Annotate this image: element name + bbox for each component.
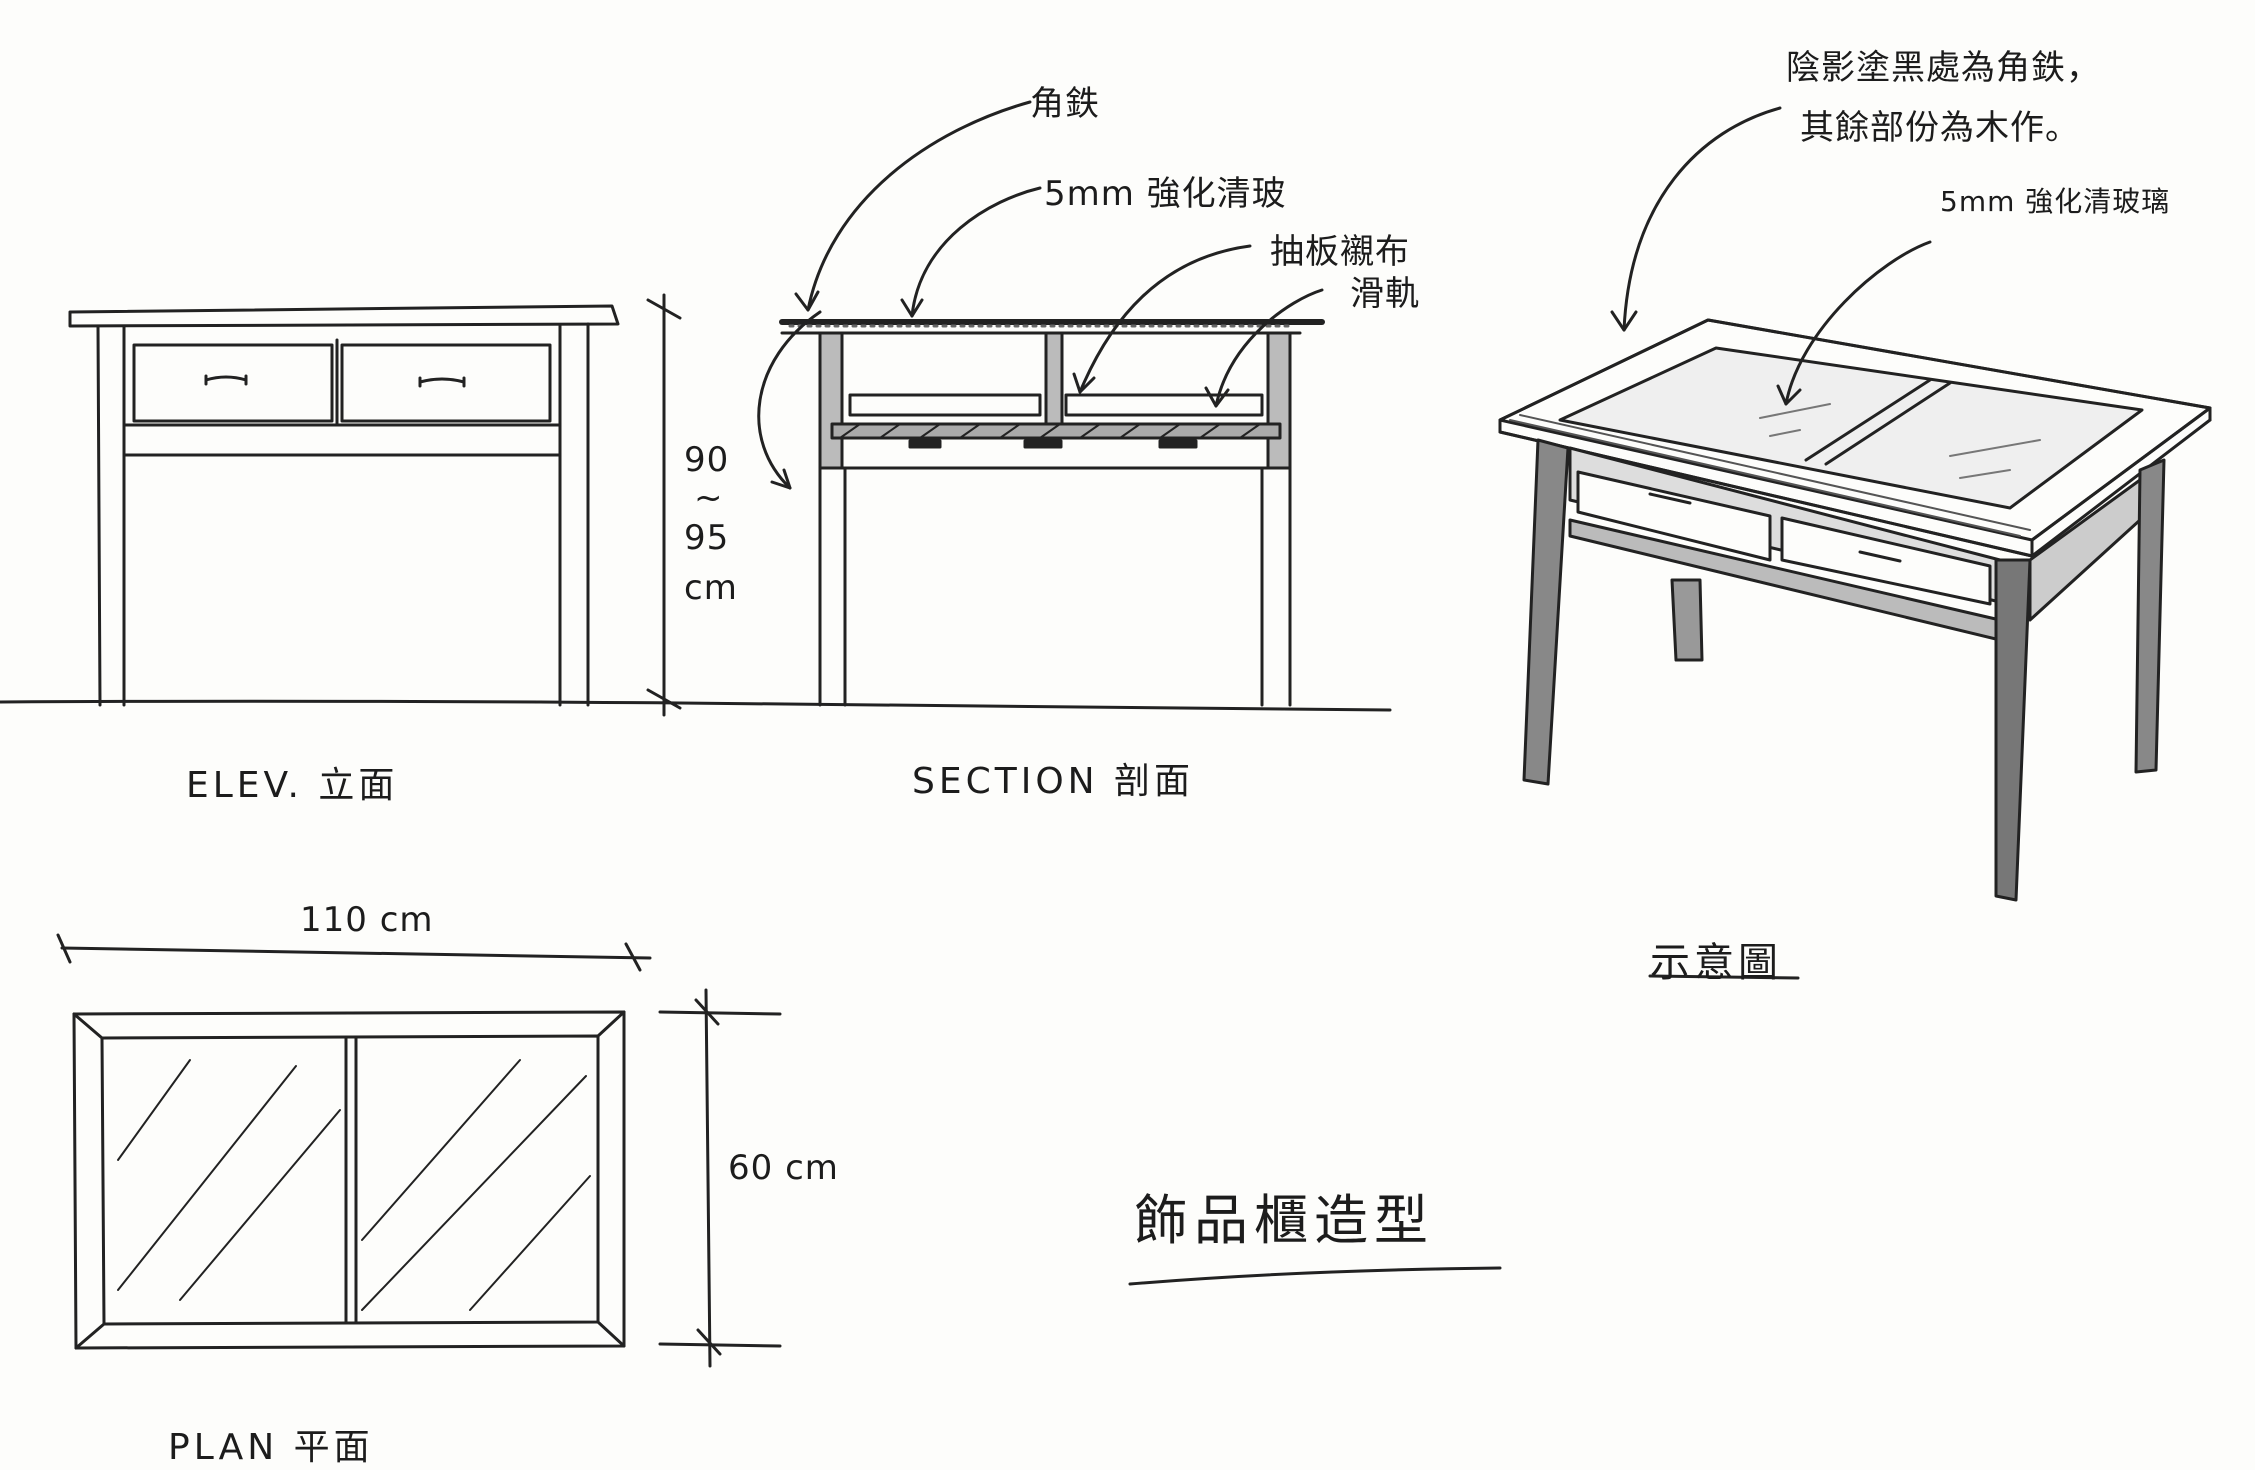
note-slide-rail: 滑軌 (1350, 274, 1420, 314)
note-angle-iron-shading: 陰影塗黑處為角鉄， (1786, 48, 2101, 88)
plan-view (56, 933, 782, 1368)
section-title: SECTION 剖面 (912, 761, 1195, 802)
perspective-view (1498, 106, 2212, 902)
plan-title: PLAN 平面 (168, 1427, 374, 1468)
height-dim-4: cm (684, 568, 738, 608)
height-dim-1: 90 (684, 440, 730, 480)
perspective-title: 示意圖 (1650, 940, 1782, 986)
elevation-title: ELEV. 立面 (186, 765, 399, 806)
elevation-view (0, 293, 1392, 717)
width-dim-label: 110 cm (300, 900, 434, 940)
note-drawer-board: 抽板襯布 (1270, 232, 1410, 272)
depth-dim-label: 60 cm (728, 1148, 839, 1188)
height-dim-2: ~ (694, 478, 724, 518)
note-woodwork: 其餘部份為木作。 (1800, 108, 2080, 148)
sheet-title: 飾品櫃造型 (1134, 1189, 1434, 1252)
note-glass: 5mm 強化清玻 (1044, 174, 1287, 214)
note-angle-iron: 角鉄 (1030, 84, 1100, 124)
perspective-label-underline (1648, 974, 1800, 980)
title-underline (1128, 1266, 1502, 1286)
note-tempered-glass: 5mm 強化清玻璃 (1940, 185, 2171, 218)
height-dim-3: 95 (684, 518, 730, 558)
section-view (757, 100, 1325, 707)
